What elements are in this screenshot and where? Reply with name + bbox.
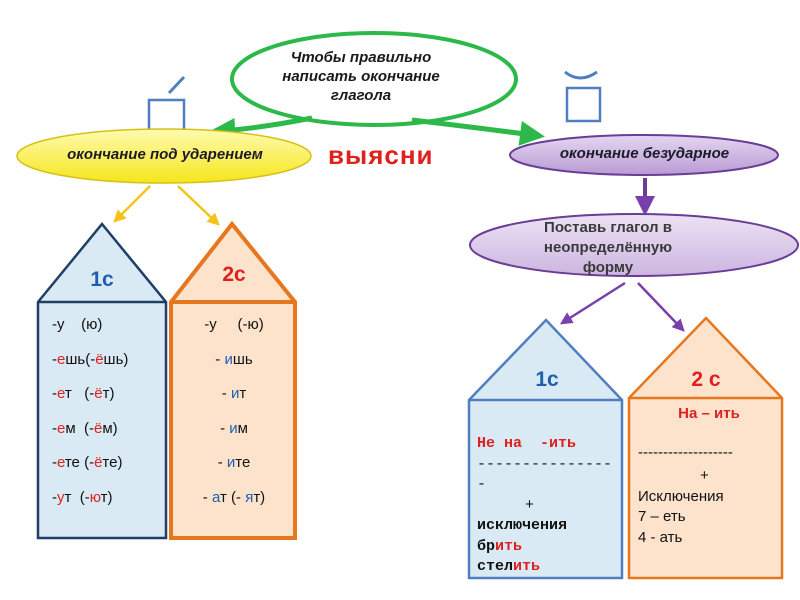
ending-row: - ите [217,454,251,471]
center-word: выясни [328,140,434,170]
stressed-c2-endings: -у (-ю) - ишь - ит - им - ите - ат (- ят… [175,308,293,515]
unstressed-c2-house [627,316,784,580]
unstressed-c1-title: 1с [535,368,559,391]
exception-item: 4 - ать [638,528,683,546]
step-line-1: Поставь глагол в [544,219,672,236]
unstressed-c2-rule-line: На – ить [678,405,740,422]
top-question-line-1: Чтобы правильно [290,49,432,66]
ending-row: -у (ю) [52,316,103,333]
unstressed-branch-label: окончание безударное [559,145,730,162]
unstressed-c1-house [467,318,624,580]
step-line-3: форму [582,259,634,276]
arrow-to-unstressed-c1 [559,281,626,325]
top-question-line-3: глагола [330,87,392,104]
ending-row: -ем (-ём) [52,419,118,437]
exception-item: 7 – еть [638,508,686,525]
stressed-c2-title: 2с [222,263,246,286]
unstressed-ending-icon [565,86,602,123]
ending-row: - ишь [215,350,253,368]
exceptions-label: исключения [477,517,568,534]
exception-item: брить [477,537,523,555]
stressed-c1-title: 1с [90,268,114,291]
plus-sign: + [700,467,709,484]
arrow-to-unstressed [411,117,545,146]
ending-row: -ут (-ют) [52,488,113,506]
arrow-to-stressed-c1 [113,185,151,223]
top-question-ellipse [230,31,518,127]
unstressed-branch-ellipse [509,134,779,176]
ending-row: -ете (-ёте) [52,454,123,471]
unstressed-c1-rule: Не на -ить ---------------- + исключения… [477,434,617,578]
ending-row: -ешь(-ёшь) [52,350,129,368]
unstressed-c1-rule-line: Не на -ить [477,435,577,452]
unstressed-c2-title: 2 с [691,368,721,391]
arrow-to-stressed [210,115,313,143]
stressed-c1-endings: -у (ю) -ешь(-ёшь) -ет (-ёт) -ем (-ём) -е… [52,308,164,515]
breve-mark-icon [564,70,598,80]
arrow-to-stressed-c2 [177,185,220,226]
ending-row: - ит [221,385,247,402]
unstressed-c2-rule: На – ить ------------------- + Исключени… [638,404,780,548]
stress-mark-icon [167,75,186,95]
ending-row: -у (-ю) [204,316,264,333]
step-ellipse [469,213,799,277]
divider-dashes: ---------------- [477,455,613,494]
stressed-branch-label: окончание под ударением [67,146,263,163]
ending-row: - ат (- ят) [202,488,266,506]
exceptions-label: Исключения [638,487,724,505]
plus-sign: + [525,496,535,514]
stressed-ending-icon [147,98,186,134]
exception-item: стелить [477,558,541,575]
step-label: Поставь глагол в неопределённую форму [478,218,738,278]
ending-row: -ет (-ёт) [52,385,115,402]
step-line-2: неопределённую [543,239,673,256]
top-question: Чтобы правильно написать окончание глаго… [248,48,474,105]
top-question-line-2: написать окончание [282,68,440,85]
arrow-to-unstressed-c2 [637,282,685,332]
stressed-branch-ellipse [16,128,312,184]
ending-row: - им [220,419,248,437]
divider-dashes: ------------------- [638,443,733,461]
